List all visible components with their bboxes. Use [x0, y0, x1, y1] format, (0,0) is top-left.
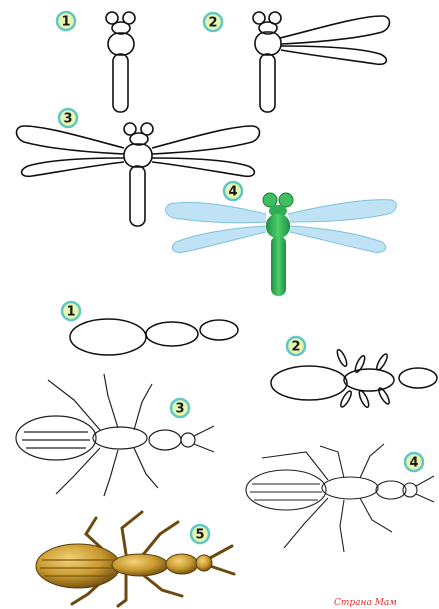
dragonfly-step-2-outline — [253, 12, 390, 112]
badge-label: 2 — [291, 340, 300, 355]
ant-step-1-outline — [70, 319, 238, 355]
badge-label: 3 — [63, 112, 72, 127]
badge-label: 4 — [409, 456, 418, 471]
badge-ant-step-3: 3 — [171, 399, 189, 417]
badge-label: 5 — [195, 528, 204, 543]
badge-dragonfly-step-3: 3 — [59, 109, 77, 127]
badge-label: 2 — [208, 16, 217, 31]
badge-ant-step-2: 2 — [287, 337, 305, 355]
badge-label: 1 — [61, 15, 70, 30]
watermark: Страна Мам — [334, 598, 397, 608]
badge-ant-step-5: 5 — [191, 525, 209, 543]
badge-label: 4 — [228, 185, 237, 200]
badge-dragonfly-step-4: 4 — [224, 182, 242, 200]
ant-step-2-outline — [271, 349, 437, 409]
badge-label: 3 — [175, 402, 184, 417]
dragonfly-step-1-outline — [106, 12, 135, 112]
badge-ant-step-1: 1 — [62, 302, 80, 320]
badge-dragonfly-step-2: 2 — [204, 13, 222, 31]
ant-step-3-outline — [16, 374, 214, 496]
badge-label: 1 — [66, 305, 75, 320]
badge-ant-step-4: 4 — [405, 453, 423, 471]
badge-dragonfly-step-1: 1 — [57, 12, 75, 30]
dragonfly-colored — [166, 193, 397, 296]
